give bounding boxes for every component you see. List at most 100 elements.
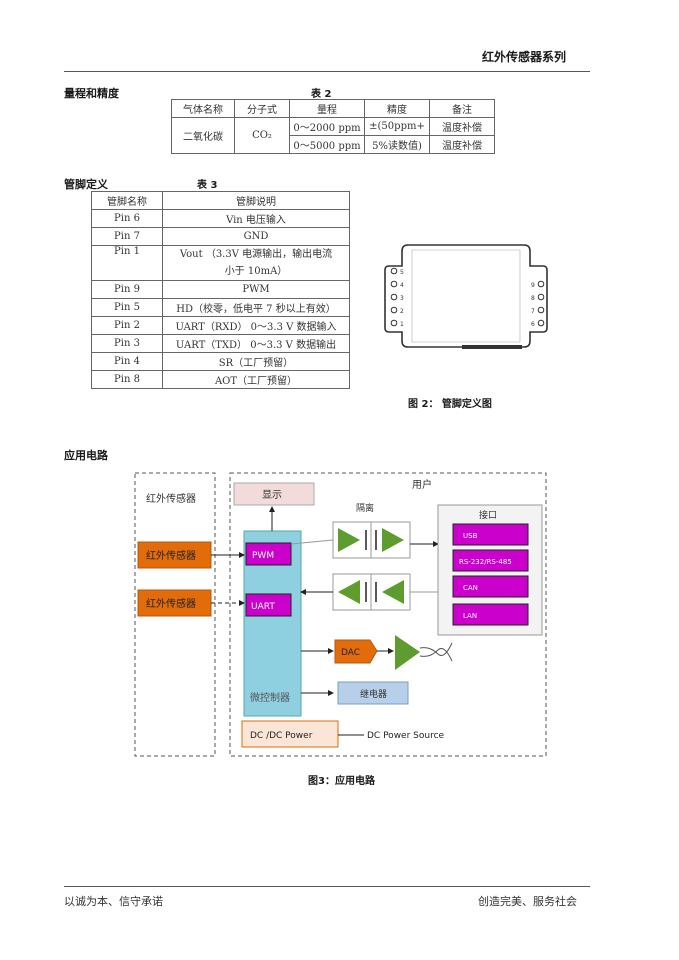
pin-name-cell: Pin 4: [91, 352, 163, 371]
pin-number: 7: [531, 308, 535, 315]
sensor-group-label: 红外传感器: [146, 492, 196, 505]
pin-number: 4: [400, 282, 404, 289]
pin-desc-cell: UART（RXD） 0～3.3 V 数据输入: [162, 316, 350, 335]
sensor-box-2-label: 红外传感器: [146, 597, 196, 610]
col-formula: 分子式: [234, 99, 290, 118]
range-cell: 0～2000 ppm: [289, 117, 365, 136]
sensor-box-1: [137, 541, 212, 569]
pin-hole: [390, 267, 398, 275]
pin-hole: [390, 319, 398, 327]
pin-name-cell: Pin 9: [91, 280, 163, 299]
col-pin-name: 管脚名称: [91, 191, 163, 210]
pin-name-cell: Pin 1: [91, 245, 163, 281]
rs-label: RS-232/RS-485: [459, 558, 512, 566]
pin-hole: [537, 293, 545, 301]
display-box: [233, 482, 315, 506]
footer-motto-left: 以诚为本、信守承诺: [64, 895, 163, 908]
pwm-to-isolation-line: [290, 539, 334, 545]
range-cell: 0～5000 ppm: [289, 135, 365, 154]
pin-hole: [390, 293, 398, 301]
sensor-group-frame: [134, 472, 216, 757]
usb-label: USB: [463, 532, 478, 540]
uart-label: UART: [251, 602, 275, 612]
dc-source-label: DC Power Source: [367, 731, 445, 741]
sensor-box-2: [137, 589, 212, 617]
range-accuracy-heading: 量程和精度: [64, 87, 119, 100]
document-series-title: 红外传感器系列: [482, 50, 567, 64]
pin-desc-cell: SR（工厂预留）: [162, 352, 350, 371]
formula-cell: CO₂: [234, 117, 290, 154]
sensor-inner-outline: [411, 249, 521, 343]
pin-name-cell: Pin 5: [91, 298, 163, 317]
col-gas-name: 气体名称: [171, 99, 235, 118]
table-row: 0～5000 ppm 5%读数值) 温度补偿: [172, 135, 495, 154]
uart-box: [245, 593, 292, 617]
header-divider: [64, 71, 590, 72]
figure3-caption: 图3：应用电路: [308, 776, 375, 787]
application-circuit-diagram: 红外传感器 用户 红外传感器 红外传感器 显示 PWM UART 微控制器 隔离…: [134, 472, 547, 757]
footer-divider: [64, 886, 590, 887]
pin-desc-cell: PWM: [162, 280, 350, 299]
amplifier-triangle: [395, 635, 420, 670]
pin-number: 9: [531, 282, 535, 289]
sensor-bottom-tab: [462, 345, 522, 349]
application-circuit-heading: 应用电路: [64, 449, 108, 462]
pin-name-cell: Pin 3: [91, 334, 163, 353]
pin-desc-cell: HD（校零，低电平 7 秒以上有效）: [162, 298, 350, 317]
mcu-label: 微控制器: [250, 691, 290, 704]
pin-desc-line2: 小于 10mA）: [224, 266, 288, 277]
pin-number: 8: [531, 295, 535, 302]
accuracy-cell-line2: 5%读数值): [364, 135, 430, 154]
remark-cell: 温度补偿: [429, 135, 495, 154]
pin-desc-line1: Vout （3.3V 电源输出，输出电流: [179, 249, 333, 260]
figure2-caption: 图 2： 管脚定义图: [408, 399, 492, 410]
dac-box: [334, 639, 378, 664]
dcdc-box: [241, 720, 339, 748]
pin-desc-cell: UART（TXD） 0～3.3 V 数据输出: [162, 334, 350, 353]
pin-number: 5: [400, 269, 404, 276]
relay-box: [337, 681, 409, 705]
pin-number: 1: [400, 321, 404, 328]
isolator-triangle-1: [338, 528, 360, 552]
pin-hole: [390, 280, 398, 288]
pin-hole: [537, 280, 545, 288]
isolation-label: 隔离: [356, 502, 374, 514]
remark-cell: 温度补偿: [429, 117, 495, 136]
table-row: 二氧化碳 CO₂ 0～2000 ppm ±(50ppm+ 温度补偿: [171, 117, 495, 154]
gas-name-cell: 二氧化碳: [171, 117, 235, 154]
dac-label: DAC: [341, 648, 360, 658]
pin-name-cell: Pin 2: [91, 316, 163, 335]
isolator-triangle-4: [382, 580, 404, 604]
isolator-triangle-2: [382, 528, 404, 552]
accuracy-cell-line1: ±(50ppm+: [364, 117, 430, 136]
can-box: [452, 575, 529, 598]
pin-name-cell: Pin 8: [91, 370, 163, 389]
table3-caption: 表 3: [197, 180, 218, 191]
pin-hole: [537, 319, 545, 327]
lan-box: [452, 603, 529, 626]
pin-name-cell: Pin 6: [91, 209, 163, 228]
col-accuracy: 精度: [364, 99, 430, 118]
pin-desc-cell: GND: [162, 227, 350, 246]
col-remarks: 备注: [429, 99, 495, 118]
pin-number: 2: [400, 308, 404, 315]
table2-caption: 表 2: [311, 89, 332, 100]
col-pin-desc: 管脚说明: [162, 191, 350, 210]
range-accuracy-table: 气体名称 分子式 量程 精度 备注 二氧化碳 CO₂ 0～2000 ppm ±(…: [171, 99, 495, 154]
lan-label: LAN: [463, 612, 477, 620]
user-group-label: 用户: [412, 478, 432, 491]
sensor-outline: [384, 244, 548, 348]
usb-box: [452, 523, 529, 546]
user-group-frame: [229, 472, 547, 757]
footer-motto-right: 创造完美、服务社会: [478, 895, 577, 908]
relay-label: 继电器: [360, 688, 387, 700]
